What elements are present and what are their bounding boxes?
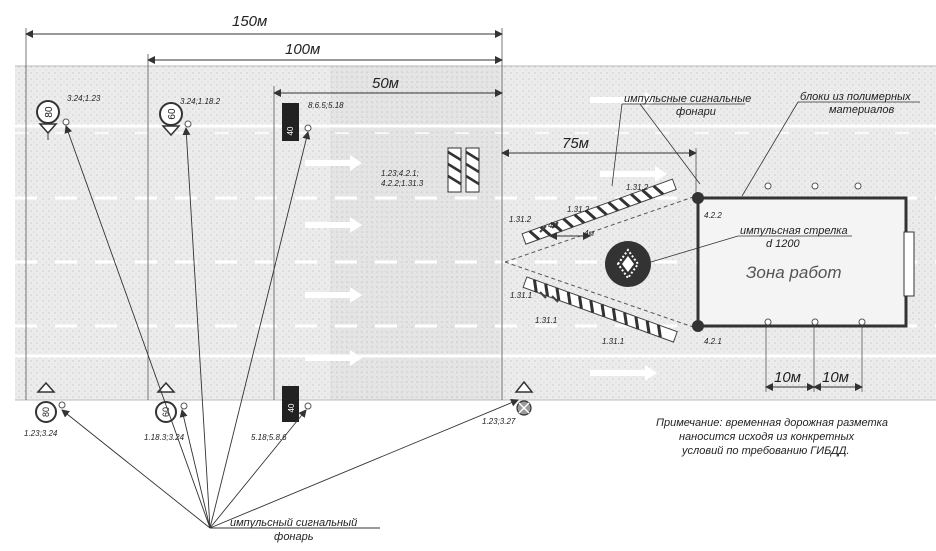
sign-top-80: 80 3.24;1.23 bbox=[36, 94, 101, 140]
marker-1311-bottom: 1.31.1 bbox=[602, 337, 624, 346]
label-impulse-arrow: импульсная стрелка d 1200 bbox=[650, 225, 852, 263]
taper-4m-a: 4м bbox=[548, 221, 558, 230]
sign-top-80-codes: 3.24;1.23 bbox=[67, 94, 101, 103]
dimension-75-label: 75м bbox=[562, 135, 589, 152]
dimension-75: 75м bbox=[501, 135, 697, 195]
dimension-100-label: 100м bbox=[285, 41, 320, 58]
impulse-arrow-sign bbox=[605, 241, 651, 287]
bottom-lamp-line2: фонарь bbox=[274, 531, 314, 543]
bottom-lamp-line1: импульсный сигнальный bbox=[230, 517, 357, 529]
dimension-100: 100м bbox=[147, 41, 503, 400]
taper-barriers: 4м 4м 1.31.2 1.31.2 1.31.2 1.31.1 1.31.1… bbox=[504, 178, 697, 346]
sign-bottom-80-codes: 1.23;3.24 bbox=[24, 429, 58, 438]
sign-top-40-value: 40 bbox=[286, 126, 295, 135]
note-line3: условий по требованию ГИБДД. bbox=[681, 445, 850, 457]
sign-bottom-40-value: 40 bbox=[287, 403, 296, 412]
mid-codes-line2: 4.2.2;1.31.3 bbox=[381, 179, 424, 188]
sign-top-60: 60 3.24;1.18.2 bbox=[159, 97, 221, 137]
label-impulse-lamps: импульсные сигнальные фонари bbox=[611, 93, 751, 187]
label-blocks: блоки из полимерных материалов bbox=[741, 91, 920, 197]
sign-bottom-lane: 1.23;3.27 bbox=[482, 380, 534, 426]
marker-421: 4.2.1 bbox=[704, 337, 722, 346]
dimension-50-label: 50м bbox=[372, 75, 399, 92]
sign-top-40-codes: 8.6.5;5.18 bbox=[308, 101, 344, 110]
marker-1312-top: 1.31.2 bbox=[626, 183, 649, 192]
sign-bottom-60-value: 60 bbox=[161, 407, 171, 417]
impulse-lamps-line1: импульсные сигнальные bbox=[624, 93, 751, 105]
sign-top-40: 40 8.6.5;5.18 bbox=[282, 101, 344, 141]
marker-1312-mid: 1.31.2 bbox=[567, 205, 590, 214]
traffic-arrows bbox=[305, 92, 667, 381]
note: Примечание: временная дорожная разметка … bbox=[656, 417, 888, 457]
marker-1311-mid: 1.31.1 bbox=[535, 316, 557, 325]
blocks-line2: материалов bbox=[829, 104, 894, 116]
impulse-arrow-line1: импульсная стрелка bbox=[740, 225, 848, 237]
work-zone: Зона работ 4.2.2 4.2.1 bbox=[692, 182, 915, 346]
mid-chevron-boards: 1.23;4.2.1; 4.2.2;1.31.3 bbox=[381, 147, 480, 193]
marker-1312-left: 1.31.2 bbox=[509, 215, 532, 224]
work-zone-label: Зона работ bbox=[746, 263, 842, 282]
note-line2: наносится исходя из конкретных bbox=[679, 431, 855, 443]
dimension-50: 50м bbox=[273, 75, 503, 400]
sign-bottom-lane-codes: 1.23;3.27 bbox=[482, 417, 516, 426]
blocks-line1: блоки из полимерных bbox=[800, 91, 911, 103]
mid-codes-line1: 1.23;4.2.1; bbox=[381, 169, 419, 178]
dimension-10a-label: 10м bbox=[774, 369, 801, 386]
dimension-150-label: 150м bbox=[232, 13, 267, 30]
sign-top-60-value: 60 bbox=[167, 108, 178, 120]
sign-bottom-80: 80 1.23;3.24 bbox=[24, 381, 66, 438]
impulse-arrow-line2: d 1200 bbox=[766, 238, 801, 250]
marker-422: 4.2.2 bbox=[704, 211, 722, 220]
dimension-10: 10м 10м bbox=[765, 322, 863, 392]
sign-top-80-value: 80 bbox=[44, 106, 55, 118]
sign-bottom-60: 60 1.18.3;3.24 bbox=[144, 381, 188, 442]
lamp-leader-fan bbox=[61, 125, 519, 529]
sign-bottom-60-codes: 1.18.3;3.24 bbox=[144, 433, 185, 442]
sign-top-60-codes: 3.24;1.18.2 bbox=[180, 97, 221, 106]
impulse-lamps-line2: фонари bbox=[676, 106, 716, 118]
dimension-10b-label: 10м bbox=[822, 369, 849, 386]
note-line1: Примечание: временная дорожная разметка bbox=[656, 417, 888, 429]
taper-4m-b: 4м bbox=[584, 229, 594, 238]
sign-bottom-40-codes: 5.18;5.8.6 bbox=[251, 433, 287, 442]
sign-bottom-80-value: 80 bbox=[41, 407, 51, 417]
sign-bottom-40: 40 5.18;5.8.6 bbox=[251, 386, 312, 442]
marker-1311-left: 1.31.1 bbox=[510, 291, 532, 300]
